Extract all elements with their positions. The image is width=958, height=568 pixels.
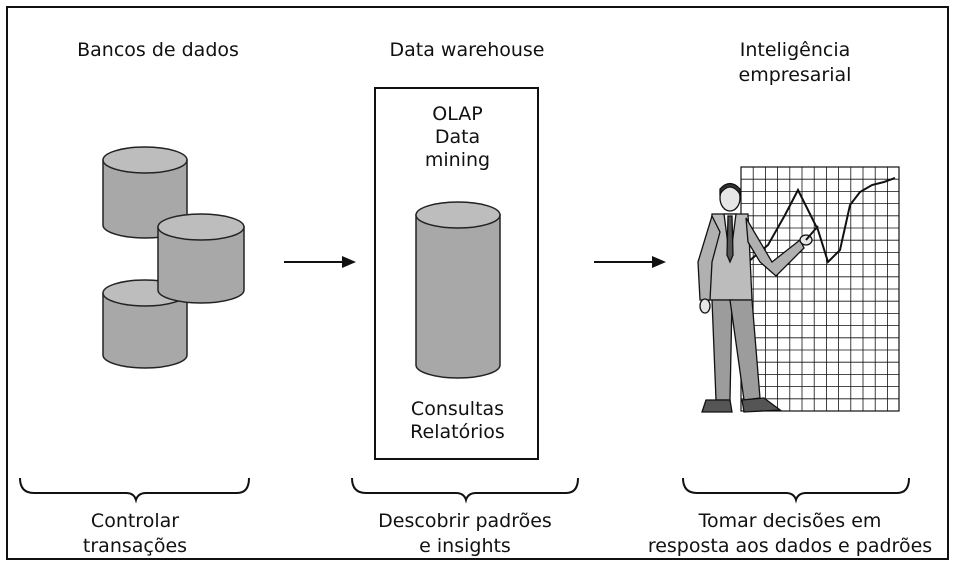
column-title-data-warehouse: Data warehouse — [389, 39, 545, 61]
database-cylinder-2 — [157, 213, 245, 304]
caption-business-intelligence: Tomar decisões em resposta aos dados e p… — [647, 510, 933, 557]
warehouse-bottom-text: Consultas Relatórios — [410, 398, 505, 443]
chart-trend-line — [747, 177, 896, 264]
database-stack-icon — [102, 146, 245, 369]
businessman-presenting-chart-icon — [697, 182, 819, 413]
database-cylinder-3 — [102, 279, 188, 369]
data-warehouse-cylinder-icon — [415, 201, 501, 379]
database-cylinder-1 — [102, 146, 188, 239]
arrow-right-icon — [284, 256, 356, 268]
caption-data-warehouse: Descobrir padrões e insights — [378, 510, 552, 557]
warehouse-top-text: OLAP Data mining — [424, 103, 491, 171]
diagram-frame — [6, 6, 949, 560]
column-title-databases: Bancos de dados — [77, 39, 239, 61]
data-warehouse-box — [374, 87, 539, 460]
column-title-business-intelligence: Inteligência empresarial — [738, 39, 852, 86]
caption-databases: Controlar transações — [82, 510, 188, 557]
bracket-databases — [19, 477, 250, 504]
bracket-business-intelligence — [682, 477, 910, 504]
grid-chart-icon — [740, 166, 900, 412]
bracket-data-warehouse — [351, 477, 579, 504]
arrow-right-icon — [594, 256, 666, 268]
